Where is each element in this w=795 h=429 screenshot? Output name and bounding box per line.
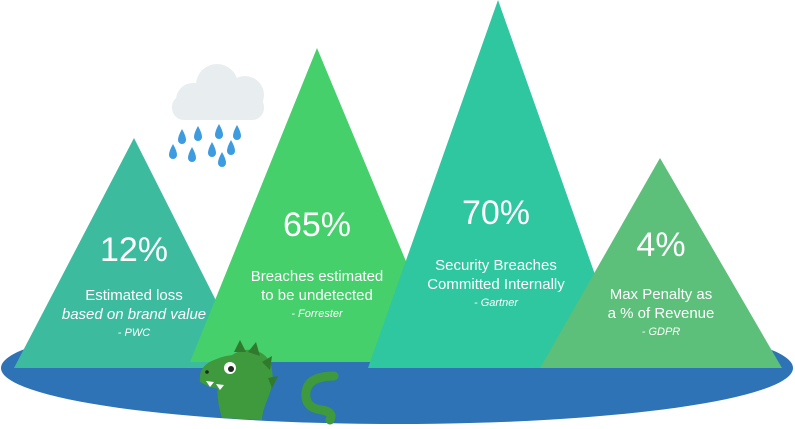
stat-value: 70% — [461, 194, 531, 232]
stat-gdpr: 4% Max Penalty as a % of Revenue - GDPR — [574, 225, 748, 340]
raindrop-icon — [188, 147, 196, 162]
stat-description-line: Committed Internally — [427, 276, 565, 293]
stat-source: - GDPR — [641, 326, 681, 338]
stat-value: 65% — [282, 206, 352, 244]
lake-monster-icon — [199, 340, 278, 420]
raindrop-icon — [218, 152, 226, 167]
stat-description-line: a % of Revenue — [607, 305, 715, 322]
stat-description-line: to be undetected — [261, 287, 373, 304]
stat-source: - Forrester — [291, 308, 343, 320]
raindrop-icon — [194, 126, 202, 141]
raindrops — [169, 124, 241, 167]
mountain-pwc — [14, 138, 250, 368]
stat-description-line: based on brand value — [61, 306, 207, 323]
stat-pwc: 12% Estimated loss based on brand value … — [34, 230, 234, 341]
raindrop-icon — [169, 144, 177, 159]
raindrop-icon — [227, 140, 235, 155]
stat-value: 12% — [99, 231, 169, 269]
raindrop-icon — [178, 129, 186, 144]
raindrop-icon — [208, 142, 216, 157]
stat-description-line: Breaches estimated — [250, 268, 384, 285]
stat-description-line: Max Penalty as — [609, 286, 713, 303]
stat-source: - Gartner — [473, 297, 518, 309]
stat-source: - PWC — [117, 327, 151, 339]
cloud-icon — [172, 64, 264, 120]
mountain-gdpr — [540, 158, 782, 368]
raindrop-icon — [233, 125, 241, 140]
mountain-gartner — [368, 0, 628, 368]
stat-description-line: Security Breaches — [435, 257, 557, 274]
stat-forrester: 65% Breaches estimated to be undetected … — [217, 205, 417, 322]
stat-description-line: Estimated loss — [85, 287, 183, 304]
raindrop-icon — [215, 124, 223, 139]
monster-tail — [301, 371, 339, 425]
stat-gartner: 70% Security Breaches Committed Internal… — [396, 193, 596, 311]
stat-value: 4% — [636, 226, 686, 264]
mountain-forrester — [190, 48, 448, 362]
